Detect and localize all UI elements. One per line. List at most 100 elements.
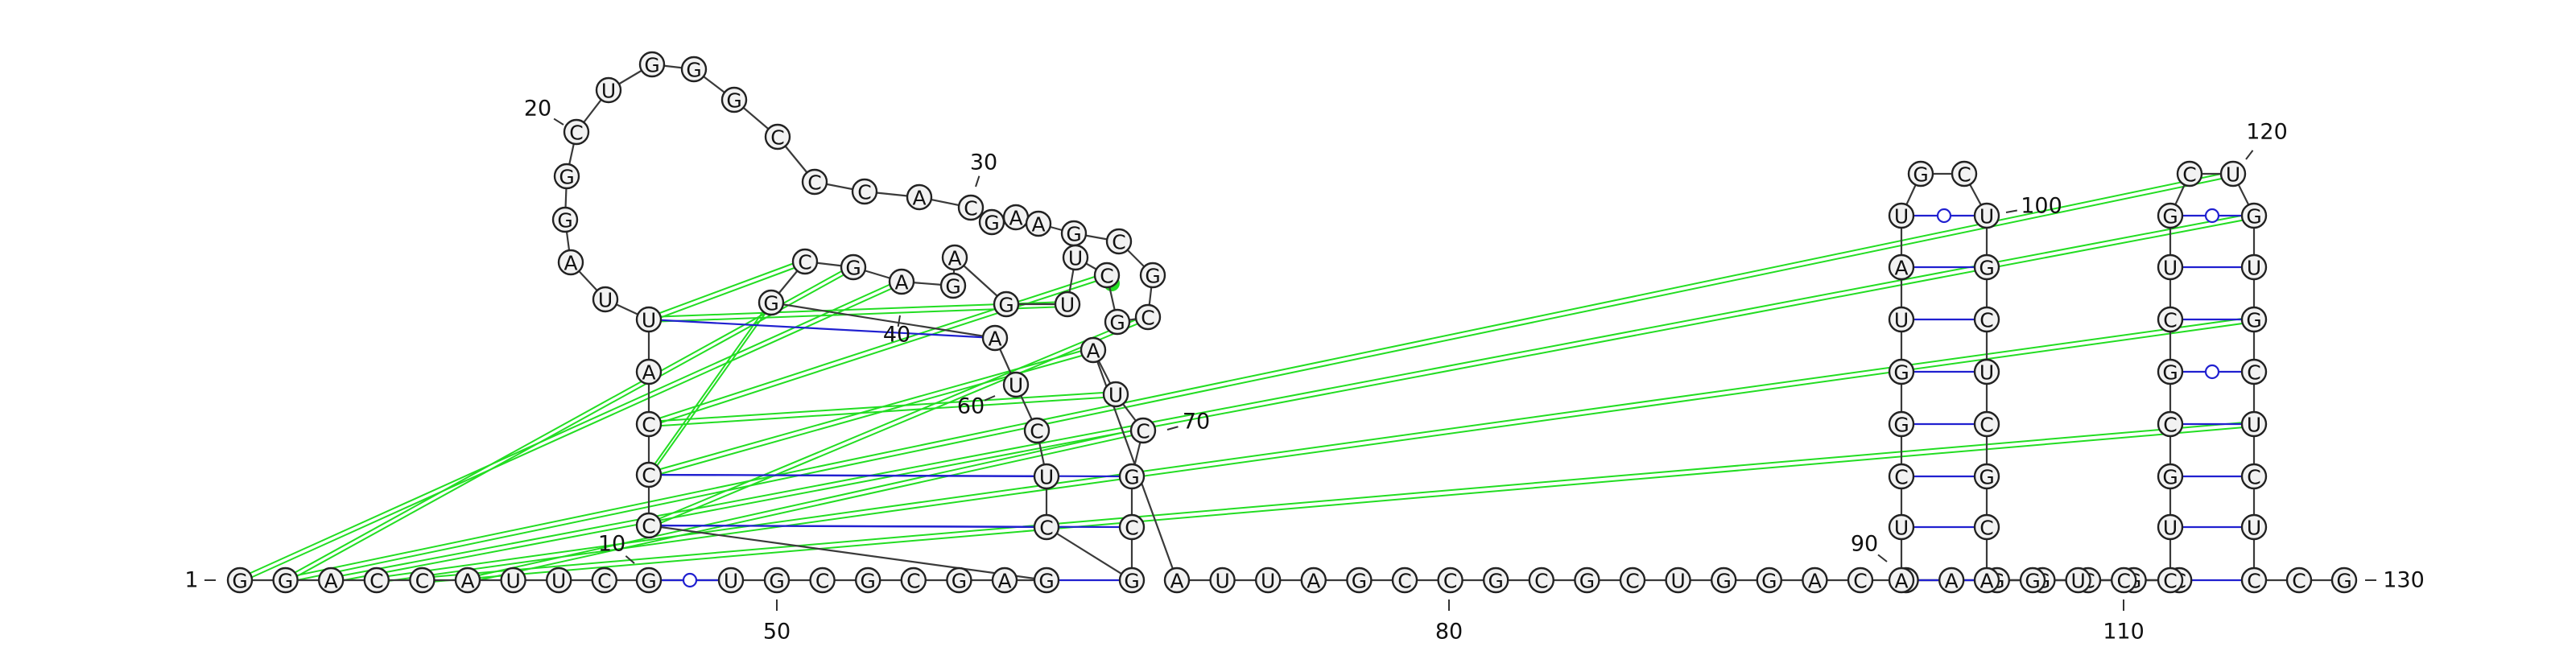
nucleotide-letter: U [642,309,656,332]
nucleotide: U [2157,513,2184,541]
nucleotide-circle [1437,567,1463,594]
nucleotide-letter: A [1307,570,1320,593]
backbone-segment [1046,526,1133,581]
nucleotide-letter: G [952,570,967,593]
nucleotide-circle [591,567,617,594]
nucleotide-letter: A [988,328,1001,351]
nucleotide: A [888,268,915,295]
nucleotide: G [551,206,579,233]
nucleotide-circle [553,163,580,190]
nucleotide-letter: A [1170,570,1183,593]
nucleotide-circle [854,567,881,594]
nucleotide: G [2240,202,2268,229]
nucleotide-letter: C [857,181,871,204]
nucleotide: U [1888,513,1915,541]
nucleotide: A [557,249,584,276]
nucleotide-circle [1888,358,1915,385]
index-tick [1877,554,1888,562]
nucleotide-circle [1105,228,1133,255]
nucleotide-circle [1482,567,1509,594]
nucleotide: G [1756,567,1783,594]
nucleotide-letter: C [1030,420,1043,443]
tertiary-link [239,283,902,583]
nucleotide-circle [1528,567,1555,594]
nucleotide: U [592,286,619,313]
nucleotide-letter: G [1066,223,1081,246]
tertiary-link [648,299,772,473]
nucleotide-letter: G [232,570,247,593]
nucleotide-circle [680,56,708,83]
nucleotide-letter: U [1261,570,1275,593]
nucleotide-circle [563,118,590,146]
nucleotide-letter: C [2247,570,2260,593]
index-label: 70 [1183,410,1210,435]
nucleotide: C [1105,228,1133,255]
nucleotide-circle [1033,567,1060,594]
nucleotide: C [1847,567,1874,594]
wobble-pair-marker [1936,208,1952,224]
nucleotide: A [991,567,1018,594]
nucleotide-letter: G [644,54,659,77]
nucleotide-letter: A [1894,570,1908,593]
nucleotide: C [635,410,663,438]
nucleotide: U [500,567,526,594]
nucleotide-circle [592,286,619,313]
wobble-pair-marker [2204,364,2220,380]
nucleotide: G [1060,220,1088,247]
nucleotide-letter: C [1125,517,1138,540]
nucleotide-letter: U [1670,570,1685,593]
nucleotide-letter: C [2182,163,2196,187]
nucleotide: C [809,567,836,594]
nucleotide-circle [1025,210,1052,237]
nucleotide-letter: U [2226,163,2240,187]
nucleotide-circle [1033,463,1060,490]
nucleotide-circle [1104,308,1131,336]
nucleotide-letter: G [559,166,574,189]
backbone-segment [770,301,996,340]
nucleotide: C [409,567,436,594]
nucleotide-letter: G [278,570,293,593]
nucleotide-circle [763,567,791,594]
nucleotide-circle [2240,513,2268,541]
tertiary-link [648,272,1108,422]
nucleotide: C [2240,358,2268,385]
nucleotide-circle [1888,567,1915,594]
nucleotide: G [1907,160,1934,187]
nucleotide-circle [981,324,1009,352]
nucleotide-circle [1080,336,1107,364]
nucleotide-circle [2157,410,2184,438]
nucleotide-circle [1102,381,1129,408]
nucleotide-circle [939,272,967,299]
nucleotide: G [1973,463,2000,490]
nucleotide-letter: A [1009,207,1022,230]
nucleotide-circle [1973,463,2000,490]
nucleotide-circle [758,289,785,316]
tertiary-link [648,277,1108,427]
nucleotide-letter: G [2162,205,2178,229]
nucleotide-letter: A [460,570,474,593]
nucleotide-circle [1888,410,1915,438]
nucleotide-circle [1002,371,1030,398]
nucleotide: A [906,183,933,211]
nucleotide-letter: A [1979,570,1993,593]
nucleotide-letter: U [724,570,738,593]
nucleotide-letter: U [2247,414,2261,437]
nucleotide-circle [635,410,663,438]
nucleotide-letter: C [1534,570,1548,593]
nucleotide-letter: G [2162,361,2178,385]
nucleotide-circle [635,512,663,539]
nucleotide-circle [2157,253,2184,281]
nucleotide-circle [2330,567,2358,594]
nucleotide-letter: G [1716,570,1732,593]
tertiary-link [467,427,1144,579]
nucleotide-letter: C [798,251,811,274]
nucleotide-circle [1346,567,1373,594]
nucleotide: C [957,194,985,221]
nucleotide-letter: U [2163,517,2178,540]
nucleotide: G [638,51,666,78]
nucleotide-circle [840,253,867,281]
nucleotide: U [717,567,745,594]
nucleotide-circle [1054,290,1081,318]
